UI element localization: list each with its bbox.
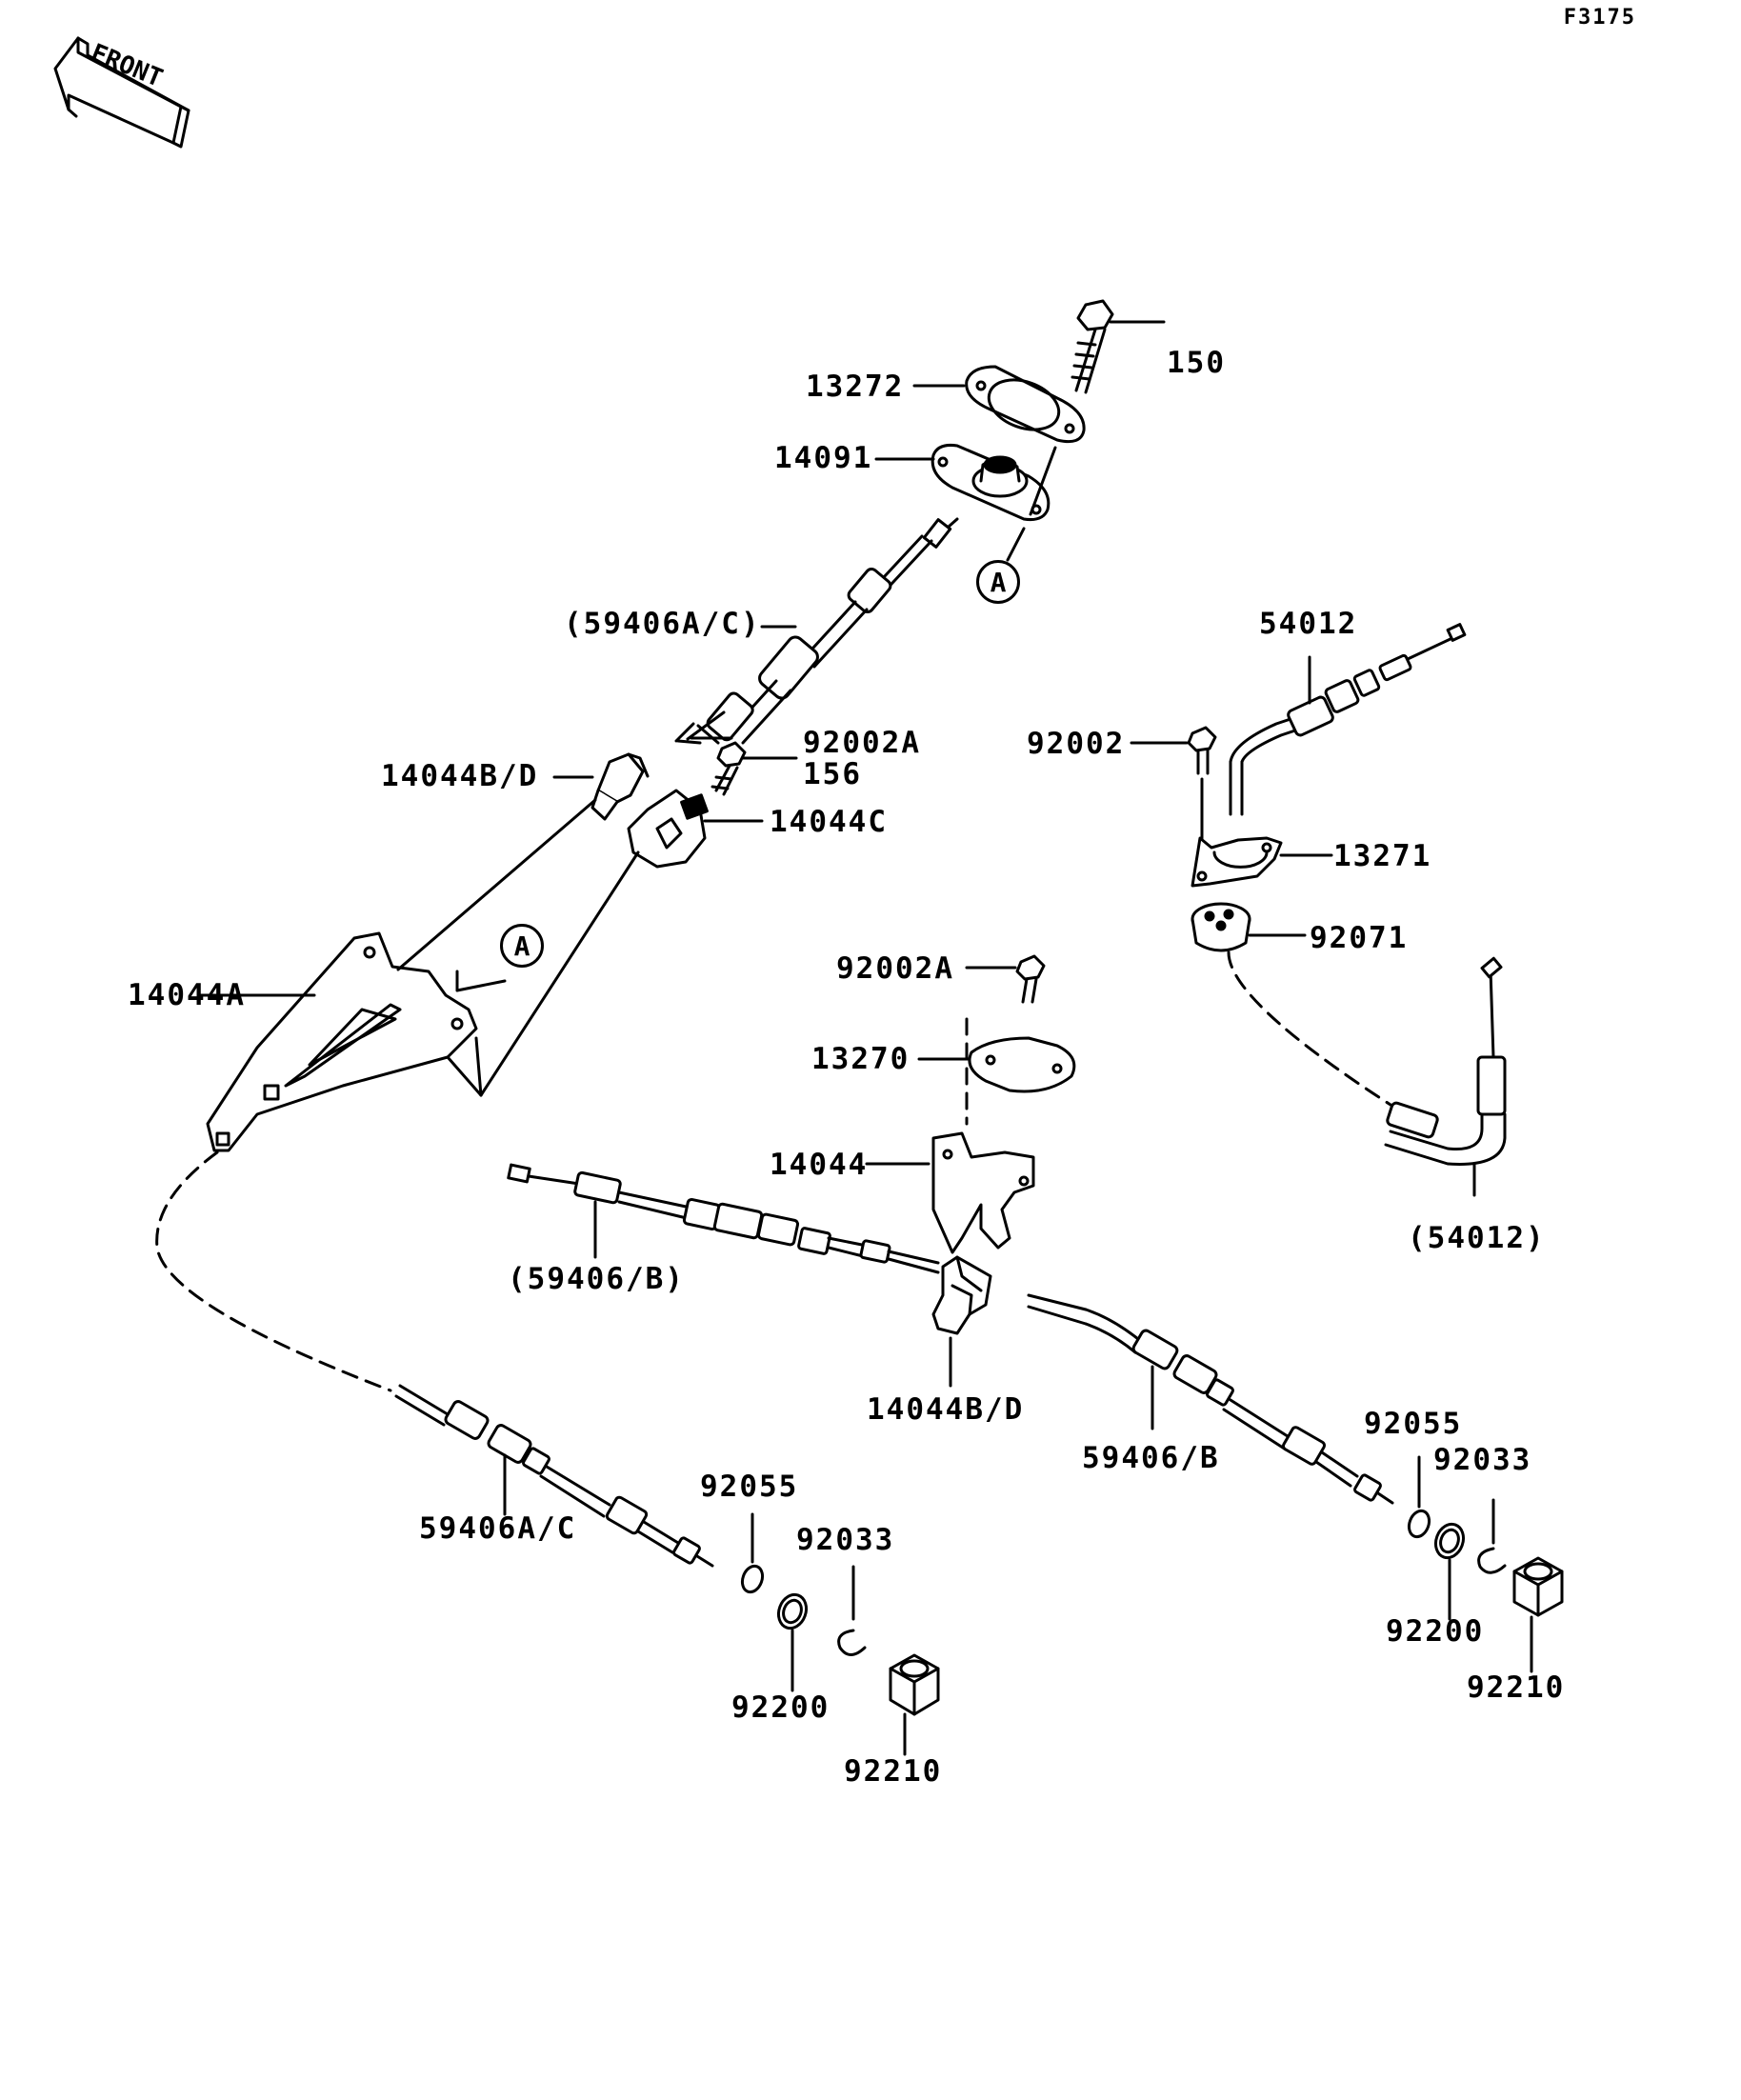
label-54012-paren: (54012) [1408,1221,1546,1255]
label-92200-right: 92200 [1386,1614,1485,1649]
part-92002a-top-bolt [710,741,798,796]
ref-marker-a-top: A [976,560,1020,604]
part-59406ac-lower-cable [394,1384,714,1568]
part-92210-left-nut [889,1653,940,1756]
part-92210-right-nut [1512,1556,1564,1673]
label-92033-right: 92033 [1433,1443,1532,1477]
label-54012: 54012 [1259,607,1358,641]
part-14044a-bracket [198,798,640,1152]
label-14044bd-bottom: 14044B/D [867,1392,1025,1427]
label-92200-left: 92200 [731,1690,830,1725]
label-92033-left: 92033 [796,1523,895,1557]
part-54012-cable [1229,623,1467,816]
part-59406b-right-cable [1027,1293,1394,1505]
label-150: 150 [1167,346,1226,380]
label-14091: 14091 [774,441,873,475]
part-92200-right-washer [1433,1522,1466,1621]
part-92055-left-oring [740,1512,765,1594]
label-92002: 92002 [1027,727,1126,761]
label-14044: 14044 [770,1148,869,1182]
part-92071-grommet [1191,902,1307,952]
label-59406ac: 59406A/C [419,1511,577,1546]
part-150-bolt [1071,299,1166,394]
part-13272-gasket [912,365,1086,444]
part-92002a-mid-bolt [965,954,1046,1004]
part-92033-left-clip [837,1565,867,1656]
label-92210-right: 92210 [1467,1670,1566,1705]
part-92033-right-clip [1477,1498,1507,1574]
front-arrow-icon: FRONT [53,36,190,149]
part-14044bd-bottom-clamp [931,1255,992,1388]
part-14044c-bracket [627,789,764,869]
part-92200-left-washer [776,1592,809,1692]
part-14044-bracket [865,1131,1035,1254]
label-92002a-top: 92002A [803,726,921,760]
ref-marker-a-left: A [500,924,544,968]
label-92055-left: 92055 [700,1470,799,1504]
label-14044a: 14044A [128,978,246,1012]
part-92055-right-oring [1407,1455,1431,1539]
label-14044bd-top: 14044B/D [381,759,539,793]
label-92002a-mid: 92002A [836,951,954,986]
part-59406ac-upper-cable [674,517,959,745]
label-59406b-paren: (59406/B) [508,1262,685,1296]
figure-id: F3175 [1563,6,1636,30]
label-13272: 13272 [806,370,905,404]
part-14044bd-top-clamp [552,752,650,821]
part-13270-plate [917,1036,1076,1093]
part-54012-lower-end [1384,956,1507,1197]
label-59406ac-paren: (59406A/C) [564,607,761,641]
label-156: 156 [803,757,862,791]
label-92055-right: 92055 [1364,1407,1463,1441]
label-14044c: 14044C [770,805,888,839]
part-14091-grommet [874,444,1057,562]
label-13271: 13271 [1333,839,1432,873]
part-13271-plate [1191,836,1333,888]
part-59406b-cable [507,1163,940,1274]
label-92071: 92071 [1310,921,1409,955]
label-59406b: 59406/B [1082,1441,1220,1475]
label-13270: 13270 [811,1042,911,1076]
label-92210-left: 92210 [844,1754,943,1789]
